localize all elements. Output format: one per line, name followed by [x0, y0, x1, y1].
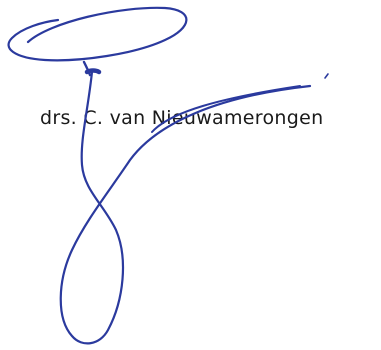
signature-top-loop: [7, 6, 188, 62]
signature-knot: [84, 68, 102, 75]
signature-tick: [82, 60, 92, 77]
signature-end-mark: [324, 73, 329, 79]
signature-main-loop: [59, 70, 312, 345]
signatory-name: drs. C. van Nieuwamerongen: [40, 107, 324, 129]
signature-cross-stroke: [151, 85, 301, 133]
signature-strokes: [7, 6, 329, 345]
